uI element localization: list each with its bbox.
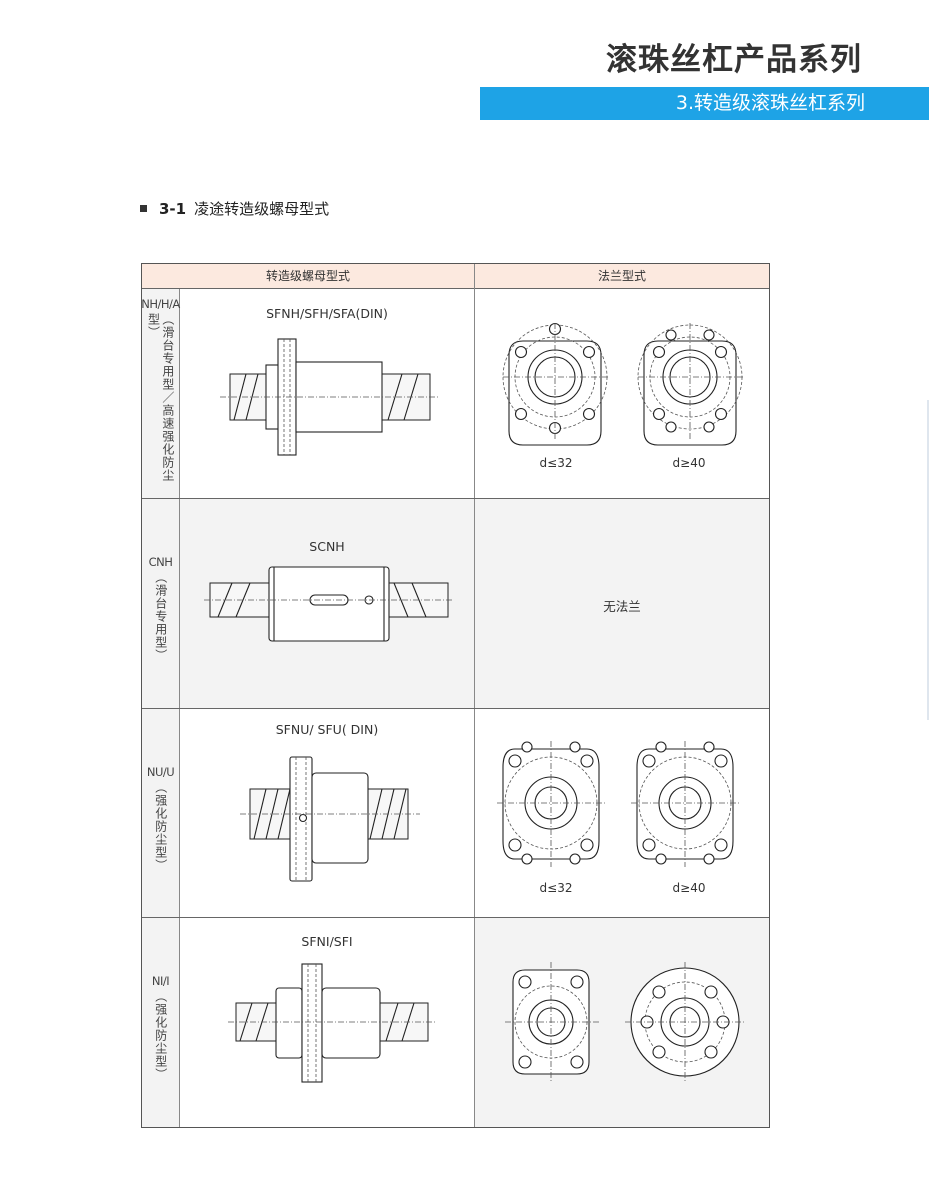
row-description: （强化防尘型） [153, 781, 168, 872]
header-flange-type: 法兰型式 [597, 269, 646, 283]
model-name: SCNH [309, 539, 345, 554]
row-code: NU/U [146, 765, 175, 779]
row-description: （滑台专用型） [153, 571, 168, 662]
row-label: NU/U （强化防尘型） [142, 709, 180, 917]
edge-divider [927, 400, 929, 720]
flange-drawing-large [631, 741, 739, 867]
row-label: CNH （滑台专用型） [142, 499, 180, 708]
series-banner: 3.转造级滚珠丝杠系列 [480, 87, 929, 120]
row-code: NH/H/A [141, 297, 180, 311]
section-title: 凌途转造级螺母型式 [194, 200, 330, 218]
nut-drawing-cell: SFNH/SFH/SFA(DIN) [180, 289, 475, 498]
flange-drawing-cell: 无法兰 [475, 499, 769, 708]
section-number: 3-1 [159, 199, 187, 218]
flange-drawing-large [637, 323, 744, 446]
model-name: SFNI/SFI [301, 934, 353, 949]
flange-size-small: d≤32 [539, 881, 573, 895]
model-name: SFNU/ SFU( DIN) [275, 722, 379, 737]
sfni-nut-drawing [228, 963, 436, 1083]
nut-type-table: 转造级螺母型式 法兰型式 NH/H/A （滑台专用型／高速强化防尘型） SFNH… [141, 263, 770, 1128]
flange-drawing-cell [475, 918, 769, 1127]
section-heading: 3-1 凌途转造级螺母型式 [140, 198, 329, 219]
scnh-nut-drawing [204, 566, 454, 642]
sfnh-nut-drawing [220, 338, 440, 456]
flange-drawing-small [505, 962, 599, 1082]
flange-drawing-cell: d≤32 d≥40 [475, 289, 769, 498]
bullet-square-icon [140, 205, 147, 212]
flange-drawing-cell: d≤32 d≥40 [475, 709, 769, 917]
table-row: NH/H/A （滑台专用型／高速强化防尘型） SFNH/SFH/SFA(DIN) [141, 289, 769, 499]
table-row: CNH （滑台专用型） SCNH 无法兰 [142, 499, 769, 709]
nut-drawing-cell: SFNU/ SFU( DIN) [180, 709, 475, 917]
no-flange-note: 无法兰 [603, 599, 641, 614]
flange-size-large: d≥40 [672, 881, 706, 895]
flange-size-small: d≤32 [539, 456, 573, 470]
row-code: NI/I [151, 974, 170, 988]
nut-drawing-cell: SFNI/SFI [180, 918, 475, 1127]
table-row: NU/U （强化防尘型） SFNU/ SFU( DIN) [142, 709, 769, 918]
nut-drawing-cell: SCNH [180, 499, 475, 708]
flange-size-large: d≥40 [672, 456, 706, 470]
sfnu-nut-drawing [240, 756, 420, 882]
table-header: 转造级螺母型式 法兰型式 [142, 264, 769, 289]
page-title: 滚珠丝杠产品系列 [606, 42, 862, 78]
row-description: （强化防尘型） [153, 990, 168, 1081]
table-row: NI/I （强化防尘型） SFNI/SFI [142, 918, 769, 1127]
row-label: NI/I （强化防尘型） [142, 918, 180, 1127]
flange-drawing-small [497, 741, 605, 867]
row-code: CNH [148, 555, 173, 569]
flange-drawing-large [625, 962, 745, 1082]
flange-drawing-small [502, 322, 609, 446]
row-label: NH/H/A （滑台专用型／高速强化防尘型） [141, 289, 180, 498]
model-name: SFNH/SFH/SFA(DIN) [266, 306, 388, 321]
header-nut-type: 转造级螺母型式 [142, 264, 475, 289]
row-description: （滑台专用型／高速强化防尘型） [146, 313, 175, 482]
